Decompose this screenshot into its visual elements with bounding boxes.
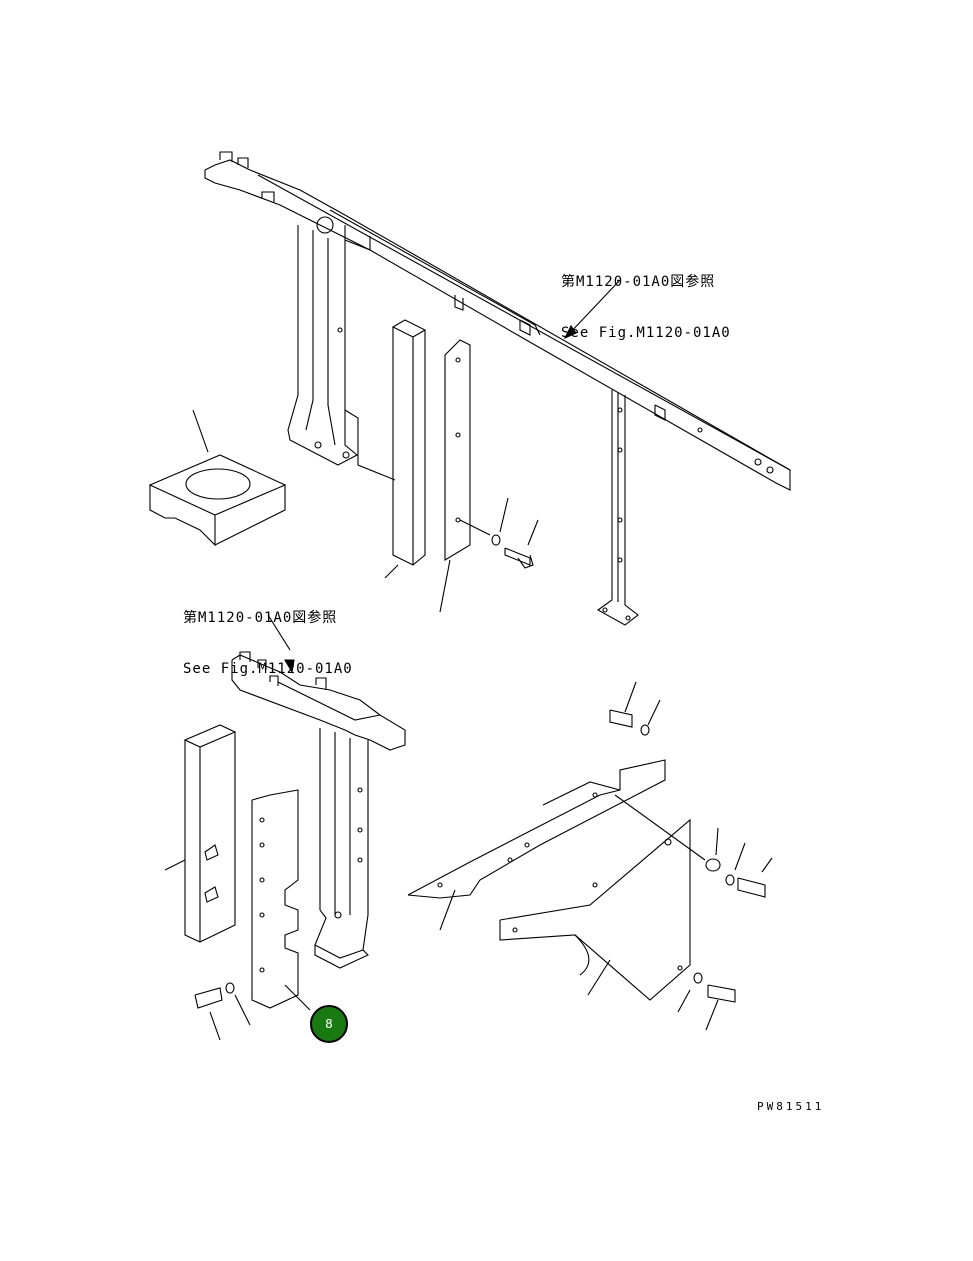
part-callout-label: 8 (325, 1017, 333, 1031)
reference-note-top: 第M1120-01A0図参照 See Fig.M1120-01A0 (561, 240, 731, 359)
block-with-hole (148, 409, 287, 547)
middle-washer-bolt (194, 982, 251, 1041)
reference-note-middle-jp: 第M1120-01A0図参照 (183, 610, 338, 626)
lower-right-cover (407, 759, 706, 1001)
reference-arrow-top (563, 279, 621, 340)
lower-right-hardware (609, 681, 773, 1031)
upper-washer-bolt (491, 497, 539, 569)
middle-pad (164, 724, 237, 943)
upper-plate (439, 339, 491, 613)
drawing-code: PW81511 (757, 1100, 825, 1113)
upper-frame-bar (204, 151, 791, 491)
reference-note-middle: 第M1120-01A0図参照 See Fig.M1120-01A0 (183, 576, 353, 695)
middle-frame (231, 614, 406, 969)
part-callout-button[interactable]: 8 (310, 1005, 348, 1043)
middle-plate (251, 789, 311, 1011)
tall-pad (384, 319, 427, 579)
reference-note-middle-en: See Fig.M1120-01A0 (183, 661, 353, 677)
reference-note-top-en: See Fig.M1120-01A0 (561, 325, 731, 341)
reference-note-top-jp: 第M1120-01A0図参照 (561, 274, 716, 290)
upper-right-post (596, 390, 639, 626)
upper-left-post (287, 216, 396, 481)
